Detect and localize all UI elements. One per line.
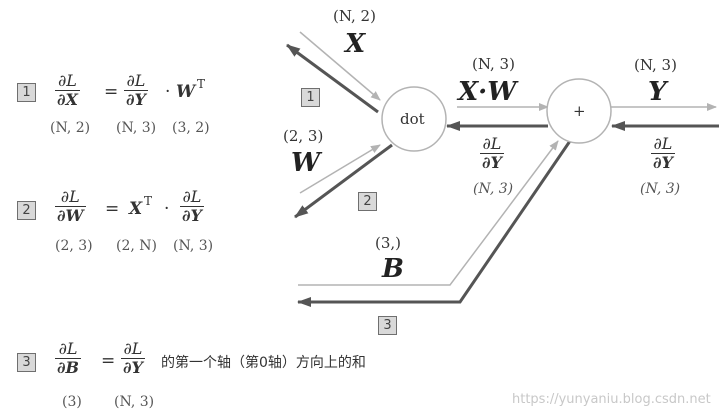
- y-label: Y: [648, 77, 667, 107]
- y-shape-label: (N, 3): [634, 56, 677, 74]
- forward-w-arrow: [299, 144, 381, 194]
- fraction-numerator: ∂L: [58, 339, 78, 358]
- grad-mid-fraction: ∂L ∂Y: [480, 135, 504, 172]
- dim-label: (3): [62, 394, 82, 410]
- graph-badge-3: 3: [378, 316, 397, 335]
- equals-sign: =: [101, 351, 116, 371]
- fraction-numerator: ∂L: [126, 71, 146, 90]
- fraction-denominator: ∂Y: [124, 90, 148, 109]
- fraction-numerator: ∂L: [58, 71, 77, 90]
- x-shape-label: (N, 2): [333, 7, 376, 25]
- dim-label: (3, 2): [172, 120, 210, 136]
- b-label: B: [382, 254, 404, 284]
- dL-dY-fraction: ∂L ∂Y: [180, 188, 204, 225]
- fraction-numerator: ∂L: [653, 134, 673, 153]
- transpose-sup: T: [144, 194, 153, 208]
- dL-dX-fraction: ∂L ∂X: [55, 72, 80, 109]
- equals-sign: =: [105, 199, 120, 219]
- sum-description: 的第一个轴（第0轴）方向上的和: [161, 355, 366, 371]
- fraction-denominator: ∂Y: [121, 358, 145, 377]
- X-symbol: X: [129, 199, 143, 219]
- forward-b-arrow: [298, 140, 559, 286]
- plus-node-label: +: [573, 102, 586, 120]
- graph-badge-2: 2: [358, 192, 377, 211]
- plus-node: [546, 78, 612, 144]
- grad-right-shape: (N, 3): [640, 181, 681, 197]
- equals-sign: =: [104, 82, 119, 102]
- xw-shape-label: (N, 3): [472, 55, 515, 73]
- fraction-numerator: ∂L: [182, 187, 202, 206]
- dL-dW-fraction: ∂L ∂W: [55, 188, 86, 225]
- dot-operator: ·: [164, 199, 170, 219]
- transpose-sup: T: [197, 77, 206, 91]
- dim-label: (N, 2): [50, 120, 91, 136]
- fraction-denominator: ∂Y: [480, 153, 504, 172]
- badge-2: 2: [17, 201, 36, 220]
- b-shape-label: (3,): [375, 234, 402, 252]
- badge-3: 3: [17, 353, 36, 372]
- dim-label: (2, 3): [55, 238, 93, 254]
- dL-dY-fraction: ∂L ∂Y: [124, 72, 148, 109]
- dim-label: (2, N): [116, 238, 157, 254]
- watermark: https://yunyaniu.blog.csdn.net: [512, 392, 711, 407]
- dim-label: (N, 3): [114, 394, 155, 410]
- x-label: X: [345, 29, 366, 59]
- dL-dB-fraction: ∂L ∂B: [55, 339, 82, 377]
- badge-1: 1: [17, 83, 36, 102]
- dot-operator: ·: [165, 82, 171, 102]
- W-symbol: W: [176, 82, 196, 102]
- fraction-denominator: ∂Y: [180, 206, 204, 225]
- w-label: W: [291, 148, 321, 178]
- fraction-numerator: ∂L: [123, 339, 143, 358]
- fraction-numerator: ∂L: [482, 134, 502, 153]
- dim-label: (N, 3): [173, 238, 214, 254]
- fraction-denominator: ∂Y: [651, 153, 675, 172]
- backward-x-arrow: [286, 43, 379, 114]
- dL-dY-fraction: ∂L ∂Y: [121, 340, 145, 377]
- dot-node: [381, 86, 447, 152]
- dim-label: (N, 3): [116, 120, 157, 136]
- fraction-denominator: ∂W: [55, 206, 86, 225]
- xw-label: X·W: [458, 77, 517, 107]
- backward-w-arrow: [294, 143, 393, 219]
- forward-x-arrow: [299, 31, 381, 101]
- backward-b-arrow: [297, 140, 572, 307]
- graph-badge-1: 1: [301, 88, 320, 107]
- fraction-numerator: ∂L: [60, 187, 80, 206]
- grad-mid-shape: (N, 3): [473, 181, 514, 197]
- w-shape-label: (2, 3): [283, 127, 324, 145]
- dot-node-label: dot: [400, 110, 425, 128]
- fraction-denominator: ∂X: [55, 90, 80, 109]
- grad-right-fraction: ∂L ∂Y: [651, 135, 675, 172]
- fraction-denominator: ∂B: [55, 358, 82, 377]
